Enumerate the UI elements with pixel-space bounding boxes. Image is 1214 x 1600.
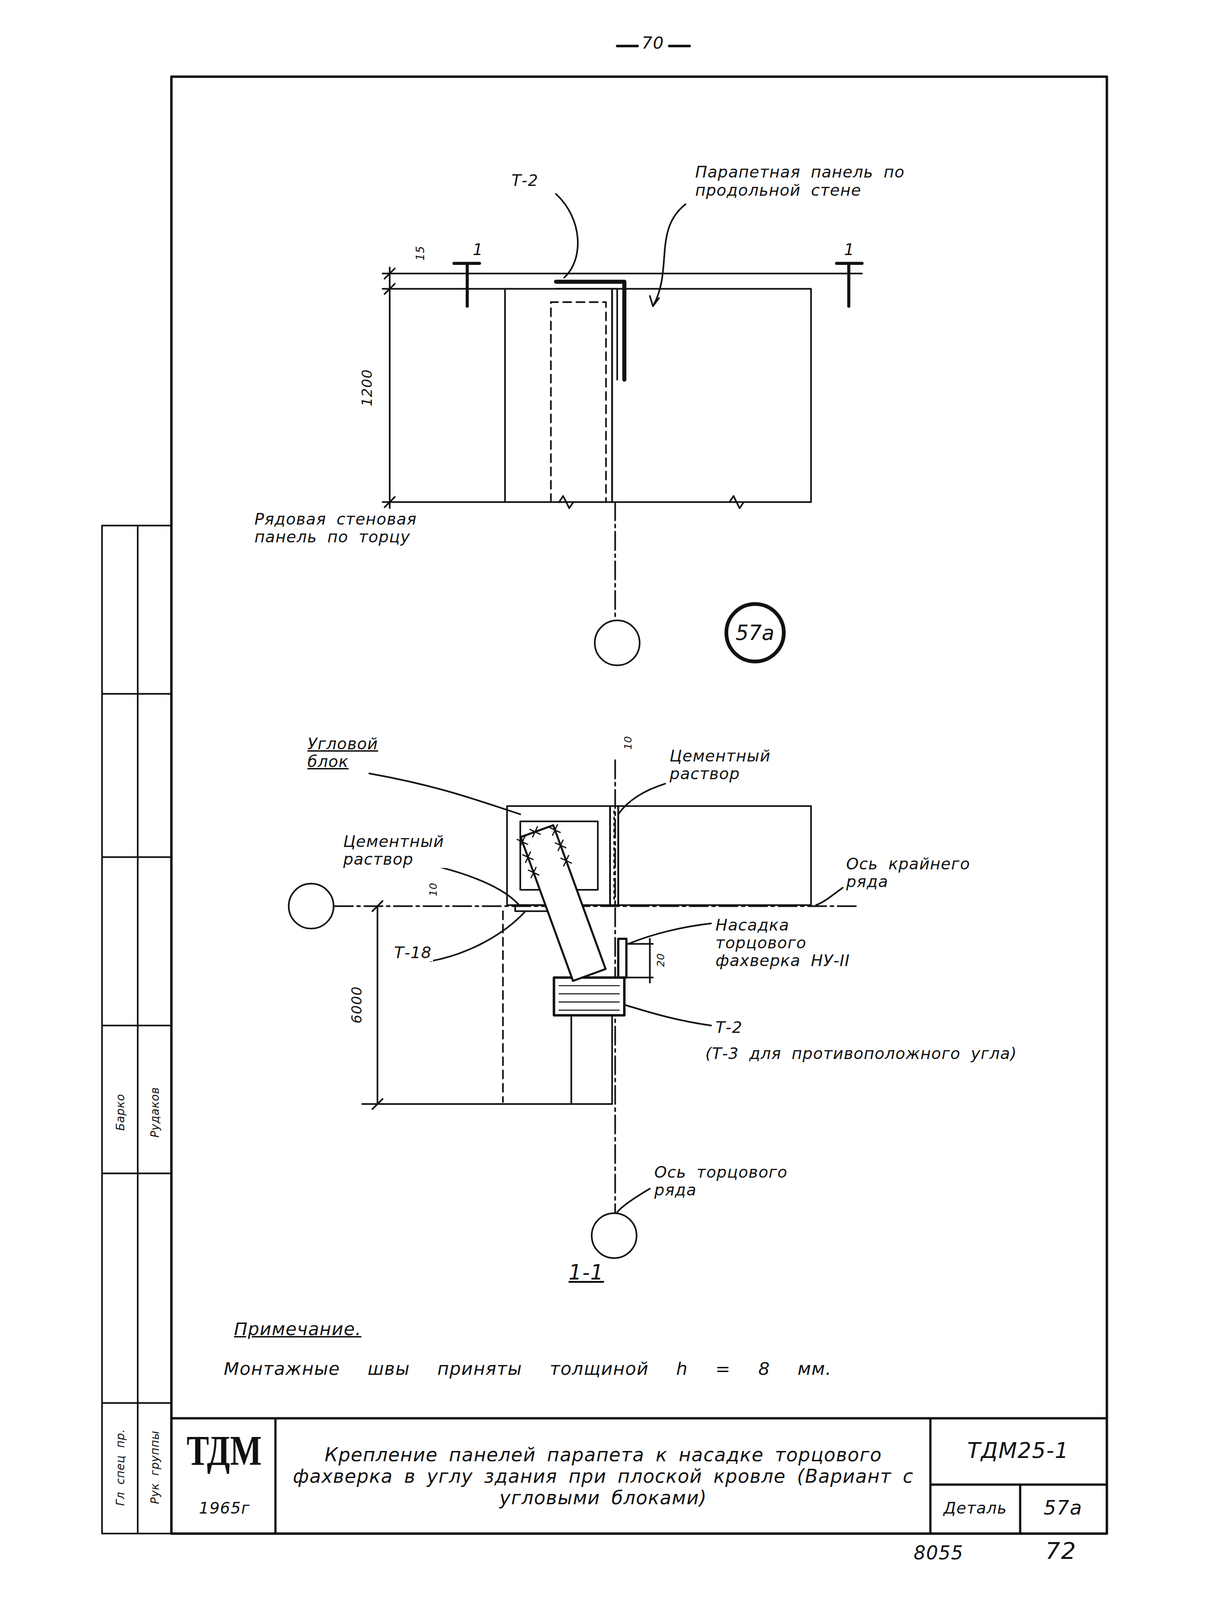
callout: Рядовая стеновая панель по торцу <box>253 510 491 546</box>
section-view-part <box>288 883 334 929</box>
callout: Цементный раствор <box>341 832 498 868</box>
plan-view-part <box>382 272 862 275</box>
section-view-part <box>591 1213 637 1258</box>
section-view-part <box>816 887 843 905</box>
section-view-part <box>610 806 618 906</box>
part-mark: Т-2 <box>510 171 540 190</box>
section-view <box>288 759 858 1258</box>
part-mark: Т-18 <box>392 943 434 962</box>
cell-heading: Деталь <box>942 1498 1009 1517</box>
section-view-part <box>613 811 615 901</box>
drawing-frame-part <box>101 525 172 1534</box>
plan-view <box>382 193 862 666</box>
section-view-part <box>625 1004 711 1026</box>
plan-view-part <box>611 288 811 502</box>
detail-marker-circle: 57а <box>724 602 786 664</box>
dimension: 10 <box>622 734 635 751</box>
section-view-part <box>362 901 572 1110</box>
drawing-frame <box>101 45 1107 1534</box>
drawing-frame-part <box>171 1418 1108 1534</box>
section-view-part-part <box>515 819 572 878</box>
section-view-part <box>617 1188 650 1213</box>
section-view-part <box>571 1015 612 1104</box>
plan-view-part <box>555 281 625 380</box>
detail-number: 57а <box>735 620 775 645</box>
sheet-code: ТДМ25-1 <box>965 1438 1071 1463</box>
drawing-frame-part <box>171 76 1108 1534</box>
title-cell: Крепление панелей парапета к насадке тор… <box>280 1419 927 1533</box>
dimension: 6000 <box>349 984 366 1025</box>
section-view-part <box>553 977 625 1016</box>
section-title: 1-1 <box>567 1260 606 1284</box>
approval-name: Барко <box>113 1092 127 1132</box>
plan-view-part <box>555 193 578 278</box>
section-view-part <box>626 938 654 983</box>
plan-view-part <box>555 288 618 380</box>
callout: (Т-3 для противоположного угла) <box>703 1044 1019 1063</box>
section-view-part <box>628 923 711 945</box>
callout: Цементный раствор <box>668 746 825 783</box>
plan-view-part <box>559 496 744 509</box>
section-view-part <box>618 783 666 815</box>
detail-number: 57а <box>1042 1496 1084 1519</box>
section-view-part <box>515 819 610 982</box>
section-view-part-part <box>520 824 606 981</box>
drawing-title: Крепление панелей парапета к насадке тор… <box>280 1443 927 1509</box>
section-view-part <box>440 867 519 905</box>
archive-number: 8055 <box>912 1542 966 1564</box>
note-text: Монтажные швы приняты толщиной h = 8 мм. <box>222 1358 833 1379</box>
year: 1965г <box>197 1498 252 1517</box>
part-mark: Т-2 <box>714 1018 745 1037</box>
callout: Насадка торцового фахверка НУ-II <box>714 915 891 970</box>
section-view-part <box>618 938 627 978</box>
detail-drawing-part <box>101 45 1107 1534</box>
approval-cell: Рук группы <box>149 1428 162 1506</box>
section-view-part <box>430 911 526 962</box>
axis-callout: Ось торцового ряда <box>653 1163 810 1199</box>
plan-view-part <box>382 288 505 502</box>
plan-view-part <box>649 204 686 306</box>
section-view-part <box>369 773 521 815</box>
page-number: 70 <box>640 33 666 53</box>
callout: Угловой блок <box>305 734 391 771</box>
dimension: 10 <box>427 881 440 898</box>
section-view-part <box>559 985 620 1010</box>
plan-view-part <box>504 288 612 502</box>
plan-view-part <box>384 267 395 508</box>
org-logo: ТДМ <box>185 1426 264 1475</box>
dimension: 15 <box>413 244 427 263</box>
plan-view-part <box>614 502 616 619</box>
dimension: 20 <box>655 951 668 969</box>
dimension: 1200 <box>359 367 376 408</box>
plan-view-part <box>594 620 640 666</box>
approval-cell: Гл спец пр. <box>113 1426 127 1507</box>
note-heading: Примечание. <box>232 1319 363 1340</box>
axis-callout: Ось крайнего ряда <box>844 854 1001 891</box>
section-view-part <box>618 806 812 906</box>
page-number: 72 <box>1043 1537 1079 1564</box>
plan-view-part <box>550 302 606 503</box>
approval-name: Рудаков <box>149 1085 162 1139</box>
section-view-part <box>502 911 504 1102</box>
section-mark: 1 <box>471 240 485 259</box>
callout: Парапетная панель по продольной стене <box>693 163 916 199</box>
section-mark: 1 <box>842 240 857 259</box>
